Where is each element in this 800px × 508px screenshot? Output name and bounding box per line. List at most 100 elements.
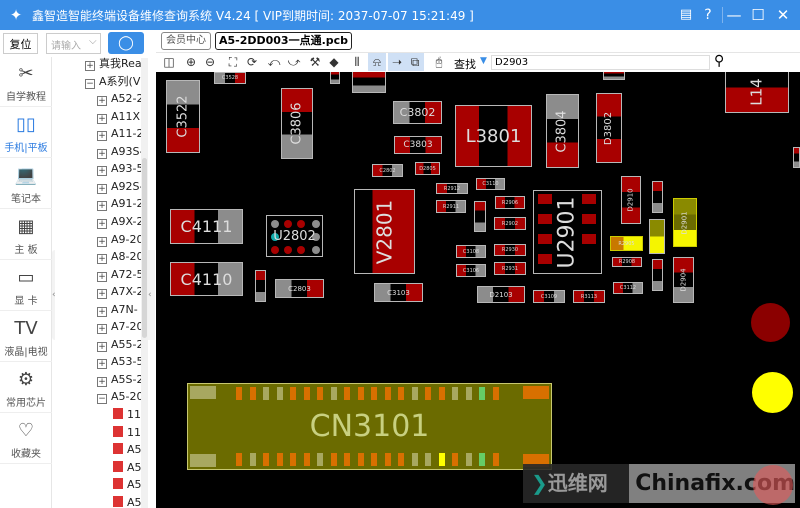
component-r2911[interactable]: R2911 [436, 200, 466, 213]
tree-item[interactable]: A5 [113, 476, 141, 493]
component-r2905[interactable]: R2905 [610, 236, 643, 251]
expand-icon[interactable]: + [97, 96, 107, 107]
zoom-out-icon[interactable]: ⊖ [204, 55, 216, 69]
nav-item-6[interactable]: ⚙常用芯片 [0, 363, 52, 413]
rotate-left-icon[interactable]: ⤺ [267, 55, 281, 69]
tree-item[interactable]: −A系列(VI [85, 73, 141, 90]
tree-item[interactable]: +A92S- [97, 178, 141, 195]
arrow-icon[interactable]: ➝ [388, 53, 406, 71]
component-r2931[interactable]: R2931 [494, 262, 526, 275]
component-r2912[interactable]: R2912 [436, 183, 468, 194]
small-component[interactable] [352, 72, 386, 93]
tree-item[interactable]: +真我Real [85, 55, 141, 72]
expand-icon[interactable]: + [97, 201, 107, 212]
nav-item-2[interactable]: 💻笔记本 [0, 159, 52, 209]
tree-item[interactable]: +A72-5 [97, 266, 141, 283]
expand-icon[interactable]: + [97, 148, 107, 159]
expand-icon[interactable]: + [97, 236, 107, 247]
rotate-right-icon[interactable]: ⤻ [287, 55, 301, 69]
component-c4111[interactable]: C4111 [170, 209, 243, 244]
tree-item[interactable]: −A5-20 [97, 388, 141, 405]
component-r3113[interactable]: R3113 [573, 290, 605, 303]
tree-item[interactable]: A5 [113, 494, 141, 508]
expand-icon[interactable]: + [97, 131, 107, 142]
expand-icon[interactable]: + [97, 324, 107, 335]
tree-item[interactable]: +A91-2 [97, 195, 141, 212]
scrollbar-thumb[interactable] [142, 158, 147, 338]
component-d2103[interactable]: D2103 [477, 286, 525, 303]
component-d2904[interactable]: D2904 [673, 257, 694, 303]
tree-item[interactable]: 11 [113, 406, 141, 423]
small-component[interactable] [330, 72, 340, 84]
tree-item[interactable]: +A5S-2 [97, 371, 141, 388]
calendar-icon[interactable]: ▤ [679, 7, 693, 22]
small-component[interactable] [649, 219, 665, 254]
tree-scrollbar[interactable] [141, 58, 148, 508]
refresh-icon[interactable]: ⟳ [246, 55, 258, 69]
nav-item-1[interactable]: ▯▯手机|平板 [0, 108, 52, 158]
expand-icon[interactable]: + [97, 113, 107, 124]
expand-icon[interactable]: + [97, 166, 107, 177]
small-component[interactable] [652, 259, 663, 291]
component-c3522[interactable]: C3522 [166, 80, 200, 153]
component-r2908[interactable]: R2908 [612, 257, 642, 267]
tree-item[interactable]: A5 [113, 441, 141, 458]
layer-icon[interactable]: ⧉ [406, 53, 424, 71]
collapse-tree-handle[interactable]: ‹ [148, 250, 155, 340]
nav-item-4[interactable]: ▭显 卡 [0, 261, 52, 311]
component-d3802[interactable]: D3802 [596, 93, 622, 163]
zoom-in-icon[interactable]: ⊕ [185, 55, 197, 69]
small-component[interactable] [793, 147, 800, 168]
component-c2803[interactable]: C2803 [275, 279, 324, 298]
nav-item-3[interactable]: ▦主 板 [0, 210, 52, 260]
component-u2901[interactable]: U2901 [533, 190, 602, 274]
tree-item[interactable]: 11 [113, 424, 141, 441]
maximize-icon[interactable]: ☐ [751, 6, 765, 24]
find-type-dropdown[interactable]: ▼ [480, 56, 487, 66]
expand-icon[interactable]: + [97, 183, 107, 194]
component-c3103[interactable]: C3103 [374, 283, 423, 302]
component-r2930[interactable]: R2930 [494, 244, 526, 256]
component-c4110[interactable]: C4110 [170, 262, 243, 296]
component-c3108[interactable]: C3108 [456, 245, 486, 258]
help-icon[interactable]: ? [704, 7, 712, 23]
component-d2901[interactable]: D2901 [673, 198, 697, 247]
expand-icon[interactable]: + [97, 341, 107, 352]
tab-pcb-file[interactable]: A5-2DD003一点通.pcb [215, 32, 352, 50]
tree-item[interactable]: +A93-5 [97, 160, 141, 177]
component-r2906[interactable]: R2906 [495, 196, 525, 209]
test-point-red[interactable] [751, 303, 790, 342]
probe-icon[interactable]: ⍾ [368, 53, 386, 71]
small-component[interactable] [474, 201, 486, 232]
component-c3109[interactable]: C3109 [533, 290, 565, 303]
tree-item[interactable]: +A53-5 [97, 353, 141, 370]
component-c3110[interactable]: C3110 [476, 178, 505, 190]
tree-item[interactable]: +A11X [97, 108, 140, 125]
component-c3112[interactable]: C3112 [613, 282, 643, 294]
paint-brush-icon[interactable]: ⚒ [309, 55, 321, 69]
expand-icon[interactable]: + [97, 359, 107, 370]
component-c3806[interactable]: C3806 [281, 88, 313, 159]
component-c3804[interactable]: C3804 [546, 94, 579, 168]
tree-item[interactable]: +A9X-2 [97, 213, 141, 230]
tree-item[interactable]: +A52-2 [97, 90, 141, 107]
reset-button[interactable]: 复位 [3, 33, 38, 54]
expand-icon[interactable]: + [85, 61, 95, 71]
component-c3802[interactable]: C3802 [393, 101, 442, 124]
collapse-icon[interactable]: − [85, 78, 95, 89]
mirror-icon[interactable]: ⫴ [354, 55, 360, 69]
component-c3106[interactable]: C3106 [456, 264, 486, 277]
expand-icon[interactable]: + [97, 289, 107, 300]
component-l3801[interactable]: L3801 [455, 105, 532, 167]
expand-icon[interactable]: + [97, 271, 107, 282]
component-c3528[interactable]: C3528 [214, 72, 246, 84]
component-c3803[interactable]: C3803 [394, 136, 442, 154]
component-d2910[interactable]: D2910 [621, 176, 641, 224]
expand-icon[interactable]: + [97, 218, 107, 229]
tree-item[interactable]: +A11-2 [97, 125, 141, 142]
nav-item-7[interactable]: ♡收藏夹 [0, 414, 52, 464]
component-c2802[interactable]: C2802 [372, 164, 403, 177]
gem-icon[interactable]: ◆ [329, 55, 339, 69]
